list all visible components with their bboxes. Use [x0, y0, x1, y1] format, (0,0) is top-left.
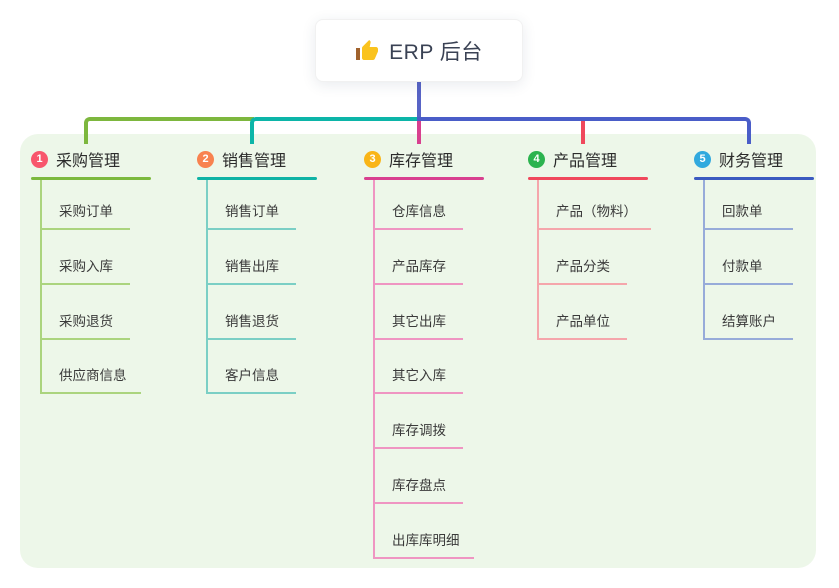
child-node[interactable]: 采购退货	[40, 312, 130, 340]
child-node[interactable]: 产品库存	[373, 257, 463, 285]
root-stem-line	[417, 81, 421, 119]
branch-label: 采购管理	[56, 153, 121, 170]
child-node[interactable]: 付款单	[703, 257, 793, 285]
child-node[interactable]: 产品分类	[537, 257, 627, 285]
canvas-panel	[20, 134, 816, 568]
child-label: 产品（物料）	[556, 204, 637, 219]
child-node[interactable]: 产品单位	[537, 312, 627, 340]
branch-connector-5	[417, 117, 751, 144]
root-label: ERP 后台	[389, 40, 483, 64]
branch-number-badge: 1	[31, 150, 48, 168]
child-label: 其它入库	[392, 368, 446, 384]
child-node[interactable]: 其它入库	[373, 366, 463, 395]
branch-column-采购管理: 1 采购管理采购订单采购入库采购退货供应商信息	[31, 148, 191, 395]
child-label: 销售出库	[225, 258, 279, 274]
child-label: 销售订单	[225, 204, 279, 219]
branch-title[interactable]: 5 财务管理	[694, 148, 839, 170]
root-node[interactable]: ERP 后台	[315, 19, 523, 82]
child-label: 付款单	[722, 258, 763, 274]
branch-label: 财务管理	[719, 153, 784, 170]
child-label: 出库库明细	[392, 532, 460, 548]
child-node[interactable]: 仓库信息	[373, 202, 463, 230]
branch-label: 销售管理	[222, 153, 287, 170]
branch-title[interactable]: 3 库存管理	[364, 148, 524, 170]
branch-connector-2	[250, 117, 421, 144]
child-label: 采购订单	[59, 204, 113, 219]
child-label: 客户信息	[225, 368, 279, 384]
branch-column-销售管理: 2 销售管理销售订单销售出库销售退货客户信息	[197, 148, 357, 395]
branch-connector-1	[84, 117, 254, 144]
branch-underline	[31, 177, 151, 180]
child-label: 采购退货	[59, 313, 113, 329]
child-label: 仓库信息	[392, 204, 446, 219]
branch-label: 产品管理	[553, 153, 618, 170]
branch-trunk-line	[40, 180, 42, 395]
branch-column-财务管理: 5 财务管理回款单付款单结算账户	[694, 148, 839, 340]
branch-title[interactable]: 4 产品管理	[528, 148, 688, 170]
branch-title[interactable]: 2 销售管理	[197, 148, 357, 170]
child-node[interactable]: 出库库明细	[373, 531, 474, 559]
branch-column-库存管理: 3 库存管理仓库信息产品库存其它出库其它入库库存调拨库存盘点出库库明细	[364, 148, 524, 559]
branch-connector-3	[417, 121, 421, 144]
branch-column-产品管理: 4 产品管理产品（物料） 产品分类产品单位	[528, 148, 688, 340]
child-node[interactable]: 库存盘点	[373, 476, 463, 504]
child-label: 产品分类	[556, 258, 610, 274]
branch-underline	[197, 177, 317, 180]
child-label: 库存盘点	[392, 478, 446, 493]
branch-title[interactable]: 1 采购管理	[31, 148, 191, 170]
branch-trunk-line	[373, 180, 375, 559]
branch-underline	[694, 177, 814, 180]
branch-label: 库存管理	[389, 153, 454, 170]
branch-connector-4	[581, 121, 585, 144]
child-node[interactable]: 结算账户	[703, 312, 793, 340]
child-node[interactable]: 采购订单	[40, 202, 130, 230]
child-label: 库存调拨	[392, 423, 446, 439]
child-label: 其它出库	[392, 313, 446, 329]
child-label: 销售退货	[225, 313, 279, 329]
branch-number-badge: 4	[528, 150, 545, 168]
child-label: 产品库存	[392, 258, 446, 274]
child-label: 采购入库	[59, 258, 113, 274]
child-node[interactable]: 回款单	[703, 202, 793, 230]
child-node[interactable]: 其它出库	[373, 312, 463, 340]
child-node[interactable]: 产品（物料）	[537, 202, 651, 230]
branch-number-badge: 5	[694, 150, 711, 168]
child-node[interactable]: 销售订单	[206, 202, 296, 230]
branch-underline	[364, 177, 484, 180]
child-label: 回款单	[722, 204, 763, 219]
branch-underline	[528, 177, 648, 180]
child-label: 结算账户	[722, 313, 776, 329]
child-node[interactable]: 供应商信息	[40, 366, 141, 395]
thumbs-up-icon	[356, 39, 379, 60]
child-node[interactable]: 销售出库	[206, 257, 296, 285]
child-label: 供应商信息	[59, 368, 127, 384]
branch-trunk-line	[537, 180, 539, 340]
child-node[interactable]: 销售退货	[206, 312, 296, 340]
branch-trunk-line	[703, 180, 705, 340]
branch-trunk-line	[206, 180, 208, 395]
branch-number-badge: 2	[197, 150, 214, 168]
child-label: 产品单位	[556, 313, 610, 329]
branch-number-badge: 3	[364, 150, 381, 168]
child-node[interactable]: 库存调拨	[373, 421, 463, 450]
child-node[interactable]: 客户信息	[206, 366, 296, 395]
child-node[interactable]: 采购入库	[40, 257, 130, 285]
